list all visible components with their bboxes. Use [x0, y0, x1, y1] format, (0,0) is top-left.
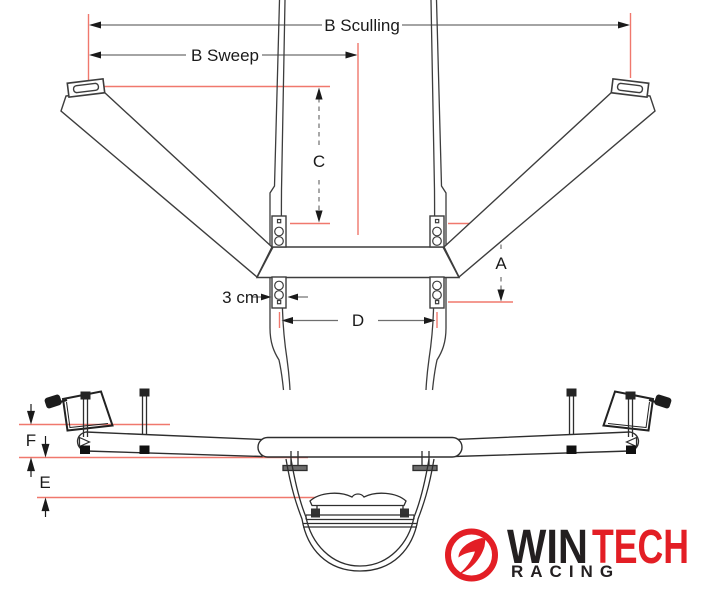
cross-section-view: F E	[19, 388, 672, 572]
arrow-d-left	[281, 317, 293, 324]
wing-arm-left-group	[76, 431, 263, 458]
bolt-hole	[432, 290, 442, 300]
logo-word-tech: TECH	[592, 521, 689, 574]
bolt-hole	[432, 226, 442, 237]
arrow-c-bottom	[315, 210, 323, 223]
hull-outer-line	[269, 0, 285, 391]
arrow-a-bottom	[497, 289, 505, 302]
dimension-lines	[91, 24, 628, 322]
post-foot	[566, 445, 577, 454]
mount-plate-holes	[274, 218, 442, 305]
arrow-plate-right	[287, 293, 298, 301]
gate-inner-edge	[645, 401, 650, 429]
arrow-f-bottom	[41, 443, 50, 458]
pin-cap	[80, 391, 91, 400]
oarlock-pin-plate-right	[610, 77, 650, 99]
clamp-foot-left	[282, 464, 308, 472]
label-e: E	[39, 473, 50, 492]
post-cap	[139, 388, 150, 397]
gate-inner-edge	[66, 401, 71, 429]
hull-cross-section	[285, 458, 435, 572]
clamp-foot-right	[412, 464, 438, 472]
bolt-hole	[274, 280, 284, 291]
seat-wheel	[311, 508, 320, 518]
label-c: C	[313, 152, 325, 171]
seat	[309, 492, 407, 507]
label-b-sculling: B Sculling	[324, 16, 400, 35]
hull-side-right	[425, 0, 447, 391]
hull-side-left	[269, 0, 291, 391]
wing-cross-member	[255, 246, 461, 279]
pin-foot	[80, 445, 90, 454]
oarlock-knob	[654, 394, 672, 409]
logo-word-racing: RACING	[511, 562, 620, 581]
rigger-arm-top-right	[443, 91, 656, 279]
logo-swoosh-icon	[457, 538, 486, 575]
pin-plate-slot	[72, 82, 100, 94]
arrow-b-sculling-left	[89, 21, 101, 29]
height-arrows	[27, 404, 50, 517]
arm-end-notch	[625, 436, 638, 448]
hull-inner-line	[280, 0, 291, 391]
bolt-hole	[274, 226, 284, 237]
bolt-hole	[276, 299, 282, 305]
rigger-arm-top-left	[60, 91, 273, 279]
bolt-hole	[432, 236, 442, 246]
gate-inner-edge	[607, 423, 647, 428]
label-plate-width: 3 cm	[222, 288, 259, 307]
gunwale-clamps	[282, 451, 438, 472]
bolt-hole	[434, 299, 440, 305]
top-view: B Sculling B Sweep C A D 3 cm	[60, 0, 656, 391]
label-b-sweep: B Sweep	[191, 46, 259, 65]
bolt-hole	[276, 218, 282, 224]
oarlock-pin-plate-left	[66, 77, 106, 99]
wintech-racing-logo: WIN TECH RACING	[445, 521, 689, 582]
pin-cap	[625, 391, 636, 400]
arrow-f-top	[27, 410, 35, 425]
arrow-e-bottom	[41, 497, 50, 512]
hull-outer-line	[431, 0, 447, 391]
pin-foot	[626, 445, 636, 454]
arrow-c-top	[315, 87, 323, 100]
arrow-b-sculling-right	[618, 21, 630, 29]
wing-arm-left	[76, 431, 263, 458]
arrow-e-top	[27, 457, 35, 472]
hull-inner-shell	[290, 458, 430, 567]
seat-assembly	[305, 492, 415, 521]
top-view-right-half	[425, 0, 656, 391]
arm-end-notch	[78, 436, 91, 448]
red-measure-lines-bottom	[19, 423, 352, 499]
seat-wheel	[400, 508, 409, 518]
post-cap	[566, 388, 577, 397]
wing-center-section	[257, 436, 463, 458]
logo-ring	[445, 528, 498, 582]
oarlock-knob	[44, 394, 62, 409]
wing-arm-right-group	[453, 431, 640, 458]
bolt-hole	[274, 236, 284, 246]
bolt-hole	[274, 290, 284, 300]
hull-inner-line	[425, 0, 436, 391]
wing-arm-right	[453, 431, 640, 458]
hull-outer-shell	[285, 458, 435, 572]
oarlock-assembly-right	[566, 388, 672, 454]
arrow-plate-left	[261, 293, 272, 301]
gate-inner-edge	[69, 423, 109, 428]
arrow-b-sweep-left	[89, 51, 101, 59]
bolt-hole	[434, 218, 440, 224]
arrow-b-sweep-right	[345, 51, 358, 59]
logo-word-win: WIN	[507, 521, 588, 574]
label-f: F	[26, 431, 36, 450]
top-view-left-half	[60, 0, 291, 391]
label-a: A	[495, 254, 507, 273]
seat-rail	[305, 514, 415, 521]
mounting-plates	[271, 215, 445, 309]
post-foot	[139, 445, 150, 454]
pin-plate-slot	[616, 82, 644, 94]
label-d: D	[352, 311, 364, 330]
bolt-hole	[432, 280, 442, 291]
arrow-d-right	[424, 317, 436, 324]
oarlock-assembly-left	[44, 388, 150, 454]
